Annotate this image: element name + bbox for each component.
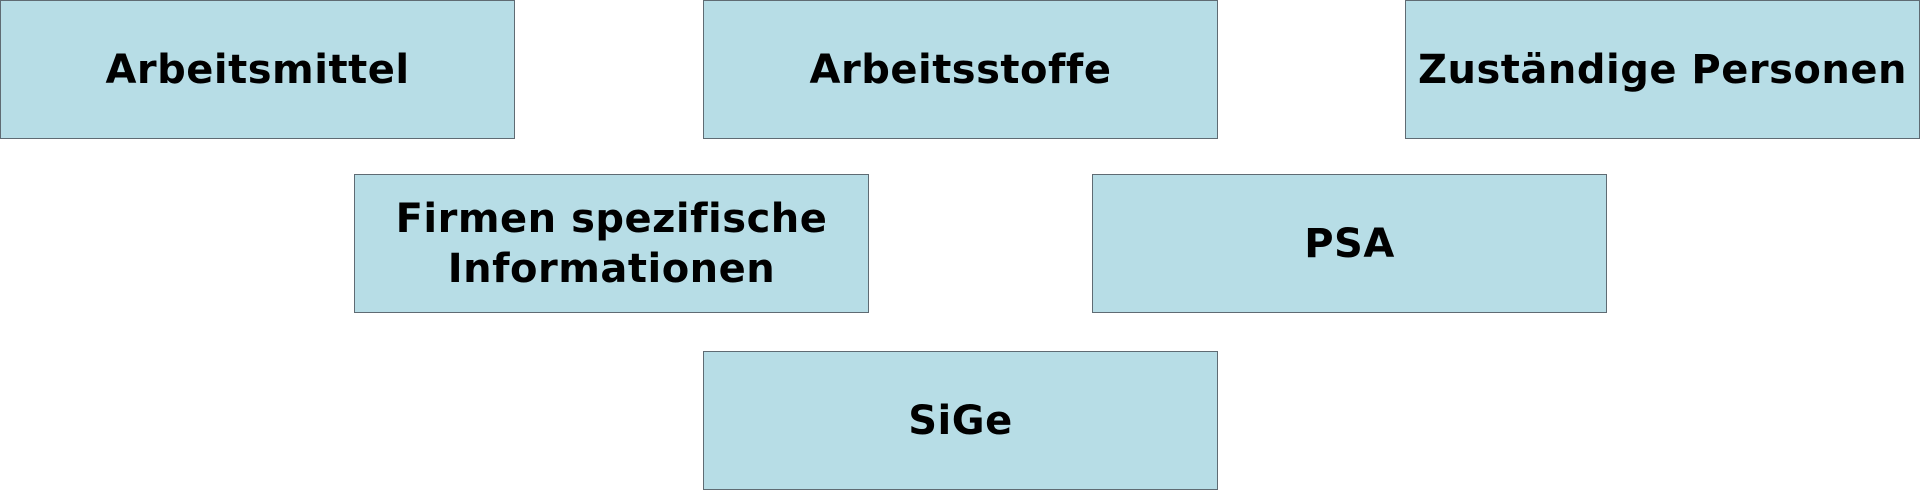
- box-psa-label: PSA: [1304, 220, 1395, 267]
- box-arbeitsmittel-label: Arbeitsmittel: [105, 46, 410, 93]
- box-firmen-label: Firmen spezifische Informationen: [396, 194, 828, 294]
- box-arbeitsmittel: Arbeitsmittel: [0, 0, 515, 139]
- box-firmen-label-line1: Firmen spezifische: [395, 195, 828, 242]
- box-firmen-label-line2: Informationen: [447, 245, 776, 292]
- box-firmen-spezifische-informationen: Firmen spezifische Informationen: [354, 174, 869, 313]
- box-zustaendige-personen: Zuständige Personen: [1405, 0, 1920, 139]
- box-arbeitsstoffe: Arbeitsstoffe: [703, 0, 1218, 139]
- box-arbeitsstoffe-label: Arbeitsstoffe: [809, 46, 1112, 93]
- box-psa: PSA: [1092, 174, 1607, 313]
- box-sige-label: SiGe: [908, 397, 1013, 444]
- box-sige: SiGe: [703, 351, 1218, 490]
- box-zustaendige-personen-label: Zuständige Personen: [1418, 46, 1907, 93]
